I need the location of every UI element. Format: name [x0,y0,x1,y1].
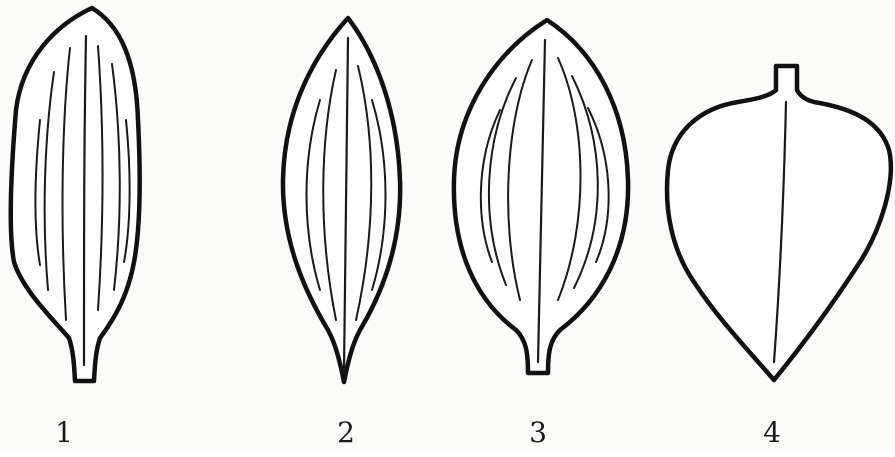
leaf-label-4: 4 [752,418,792,448]
leaf-1 [11,8,140,381]
leaf-3 [454,20,628,373]
leaf-2-outline [283,18,400,382]
leaf-label-3: 3 [518,418,558,448]
leaf-4-outline [667,66,891,380]
leaf-2 [283,18,400,382]
leaf-label-2: 2 [326,418,366,448]
leaf-4 [667,66,891,380]
leaf-label-1: 1 [44,418,84,448]
